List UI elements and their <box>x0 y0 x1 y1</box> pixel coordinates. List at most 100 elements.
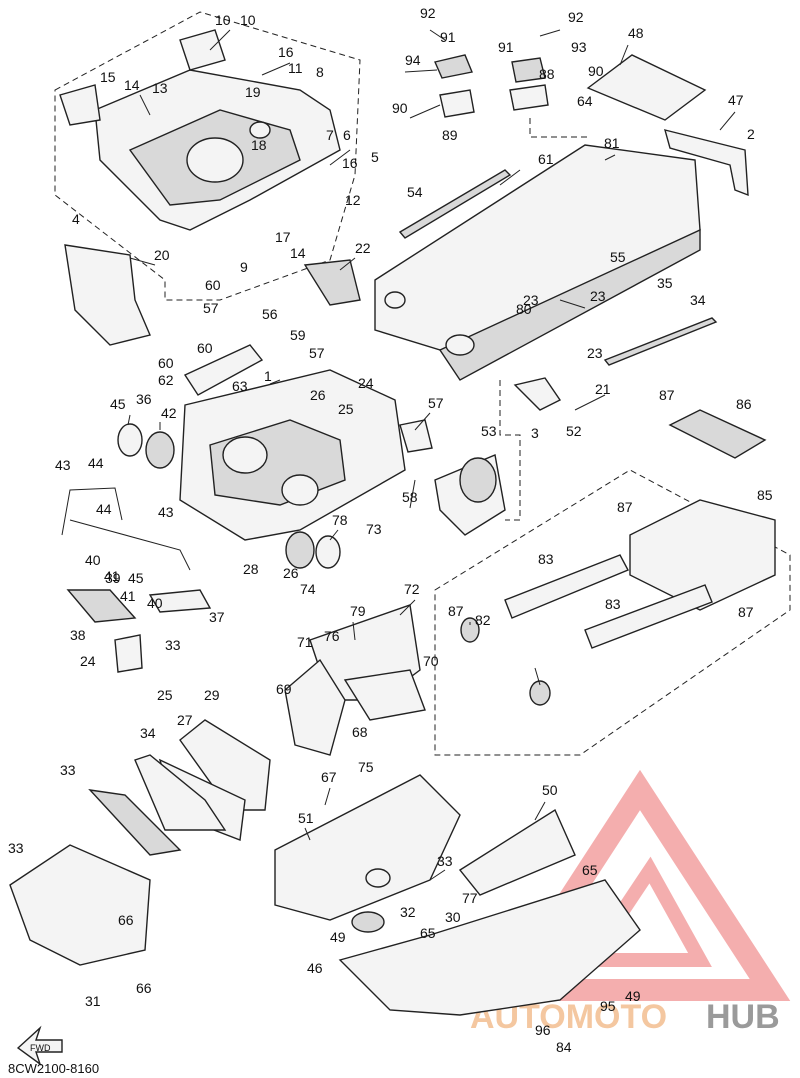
leader-line <box>559 299 586 309</box>
leader-line <box>409 104 441 119</box>
callout-34: 34 <box>690 292 706 308</box>
grip-39 <box>66 589 137 623</box>
callout-75: 75 <box>358 759 374 775</box>
callout-87: 87 <box>659 387 675 403</box>
bearing-24-b <box>285 531 315 569</box>
callout-32: 32 <box>400 904 416 920</box>
panel-2-bracket-line <box>529 118 590 138</box>
callout-56: 56 <box>262 306 278 322</box>
bearing-ring-25 <box>117 423 143 457</box>
callout-7: 7 <box>326 127 334 143</box>
mount-plate-22 <box>303 259 361 306</box>
leader-line <box>499 169 521 186</box>
damper-83 <box>460 617 480 643</box>
callout-34: 34 <box>140 725 156 741</box>
callout-66: 66 <box>136 980 152 996</box>
callout-65: 65 <box>582 862 598 878</box>
leader-line <box>429 869 446 881</box>
callout-86: 86 <box>736 396 752 412</box>
callout-27: 27 <box>177 712 193 728</box>
rail-86 <box>504 554 629 619</box>
callout-23: 23 <box>523 292 539 308</box>
bracket-28 <box>114 634 143 673</box>
bracket-56 <box>183 344 264 396</box>
callout-30: 30 <box>445 909 461 925</box>
engine-bracket-4 <box>64 244 151 346</box>
lower-pan-75 <box>338 879 641 1016</box>
callout-69: 69 <box>276 681 292 697</box>
callout-49: 49 <box>330 929 346 945</box>
callout-25: 25 <box>338 401 354 417</box>
grommet-67 <box>351 911 385 933</box>
callout-65: 65 <box>420 925 436 941</box>
belly-pan-31 <box>274 774 461 921</box>
leader-line <box>352 621 356 641</box>
callout-83: 83 <box>538 551 554 567</box>
damper-83-b <box>529 680 551 706</box>
callout-60: 60 <box>158 355 174 371</box>
callout-80: 80 <box>516 301 532 317</box>
callout-10: 10 <box>240 12 256 28</box>
handle-bar-36 <box>61 487 191 571</box>
top-cover-64 <box>586 54 707 121</box>
callout-67: 67 <box>321 769 337 785</box>
callout-21: 21 <box>595 381 611 397</box>
callout-24: 24 <box>80 653 96 669</box>
callout-55: 55 <box>610 249 626 265</box>
leader-line <box>409 479 416 509</box>
callout-60: 60 <box>197 340 213 356</box>
callout-14: 14 <box>290 245 306 261</box>
callout-89: 89 <box>442 127 458 143</box>
callout-31: 31 <box>85 993 101 1009</box>
bracket-21 <box>513 377 562 411</box>
grip-38 <box>148 589 212 613</box>
leader-line <box>209 29 231 51</box>
callout-9: 9 <box>240 259 248 275</box>
leader-line <box>619 44 629 66</box>
leader-line <box>414 412 431 431</box>
callout-49: 49 <box>625 988 641 1004</box>
callout-4: 4 <box>72 211 80 227</box>
engine-mount-frame <box>59 29 341 231</box>
callout-25: 25 <box>157 687 173 703</box>
callout-48: 48 <box>628 25 644 41</box>
callout-91: 91 <box>498 39 514 55</box>
callout-23: 23 <box>590 288 606 304</box>
callout-91: 91 <box>440 29 456 45</box>
callout-12: 12 <box>345 192 361 208</box>
callout-53: 53 <box>481 423 497 439</box>
callout-79: 79 <box>350 603 366 619</box>
leader-line <box>429 29 446 41</box>
leader-line <box>329 149 351 166</box>
callout-50: 50 <box>542 782 558 798</box>
leader-line <box>127 414 131 426</box>
callout-77: 77 <box>462 890 478 906</box>
callout-92: 92 <box>420 5 436 21</box>
callout-40: 40 <box>147 595 163 611</box>
callout-41: 41 <box>104 568 120 584</box>
callout-70: 70 <box>423 653 439 669</box>
callout-44: 44 <box>88 455 104 471</box>
svg-text:FWD: FWD <box>30 1043 51 1053</box>
side-cover-77 <box>458 808 576 896</box>
callout-23: 23 <box>587 345 603 361</box>
callout-15: 15 <box>100 69 116 85</box>
side-panel-76 <box>343 669 426 721</box>
callout-1: 1 <box>264 368 272 384</box>
callout-33: 33 <box>437 853 453 869</box>
floor-panel <box>374 144 701 381</box>
callout-95: 95 <box>600 998 616 1014</box>
callout-19: 19 <box>245 84 261 100</box>
skid-plate-84 <box>629 499 776 611</box>
callout-16: 16 <box>342 155 358 171</box>
lower-cover-group-box <box>434 469 791 756</box>
callout-88: 88 <box>539 66 555 82</box>
callout-82: 82 <box>475 612 491 628</box>
side-bracket-47 <box>664 129 749 197</box>
seal-strip-81 <box>398 169 512 239</box>
callout-36: 36 <box>136 391 152 407</box>
callout-11: 11 <box>288 60 303 76</box>
callout-14: 14 <box>124 77 140 93</box>
callout-87: 87 <box>617 499 633 515</box>
